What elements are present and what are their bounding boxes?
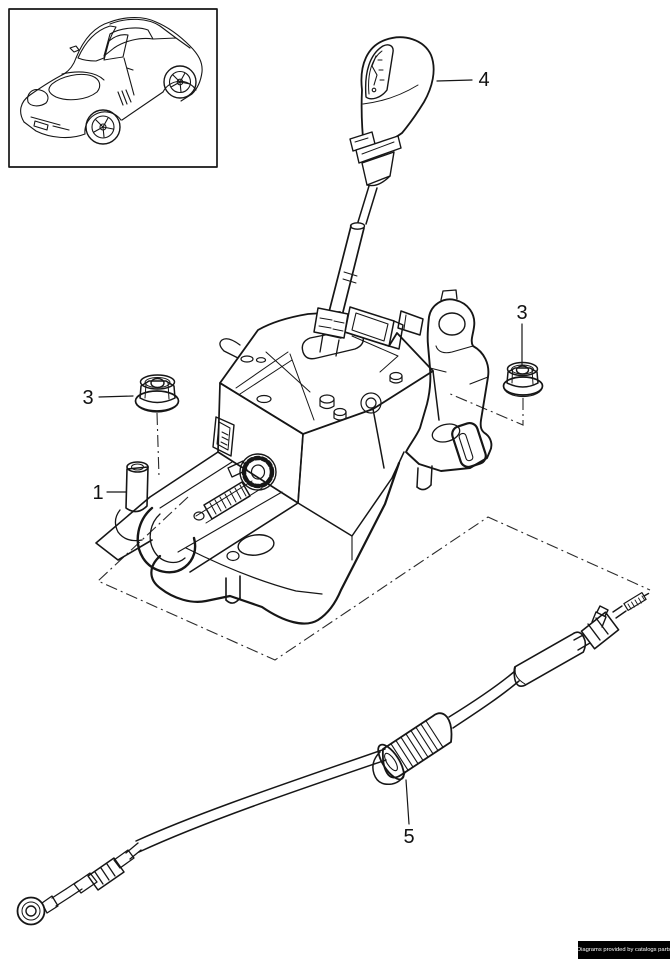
knob-collar [349, 131, 402, 187]
bracket-clip [451, 421, 487, 469]
housing-front-rail [95, 451, 299, 573]
housing-stud [114, 461, 149, 542]
watermark-badge: Diagrams provided by catalogs parts [578, 941, 670, 959]
cable-grommet [372, 712, 453, 786]
knob-gate-panel [364, 44, 394, 100]
housing-top-deck [219, 311, 434, 435]
housing-right-bracket [405, 289, 493, 491]
flange-nut-left: 3 [82, 374, 180, 413]
vehicle-inset [8, 8, 218, 168]
housing-tower-mount [344, 306, 424, 350]
watermark-text: Diagrams provided by catalogs parts [578, 947, 670, 953]
callout-label-4: 4 [478, 69, 489, 91]
cable-end-connector [573, 592, 650, 651]
centerline-right-nut [447, 392, 524, 426]
cable-adjuster [51, 842, 142, 907]
cable-conduit [135, 748, 386, 842]
callout-label-1: 1 [92, 482, 103, 504]
selector-cable: 5 [16, 592, 650, 926]
housing-base-plate [150, 461, 401, 625]
shift-knob: 4 [349, 36, 490, 187]
housing-foot-right [416, 465, 433, 491]
vehicle-inset-border [8, 8, 218, 168]
callout-3-left-leader [98, 395, 134, 398]
callout-label-3-right: 3 [516, 302, 527, 324]
callout-label-5: 5 [403, 826, 414, 848]
callout-label-3-left: 3 [82, 387, 93, 409]
callout-5-leader [405, 779, 410, 825]
shifter-housing: 1 [92, 289, 493, 625]
housing-saddle [136, 506, 197, 574]
callout-4-leader [436, 79, 473, 82]
cable-eyelet-end [16, 895, 59, 926]
knob-gate-pattern [371, 55, 385, 93]
car-line-art-icon [20, 16, 203, 145]
centerline-left-nut [156, 412, 160, 478]
housing-pin-mechanism [193, 453, 277, 521]
housing-right-face [297, 370, 440, 561]
shift-lever-shaft [313, 185, 378, 357]
flange-nut-right: 3 [502, 302, 544, 398]
mounting-plane-outline [97, 496, 651, 661]
housing-foot-left [225, 575, 241, 604]
cable-end-sleeve [513, 631, 587, 687]
